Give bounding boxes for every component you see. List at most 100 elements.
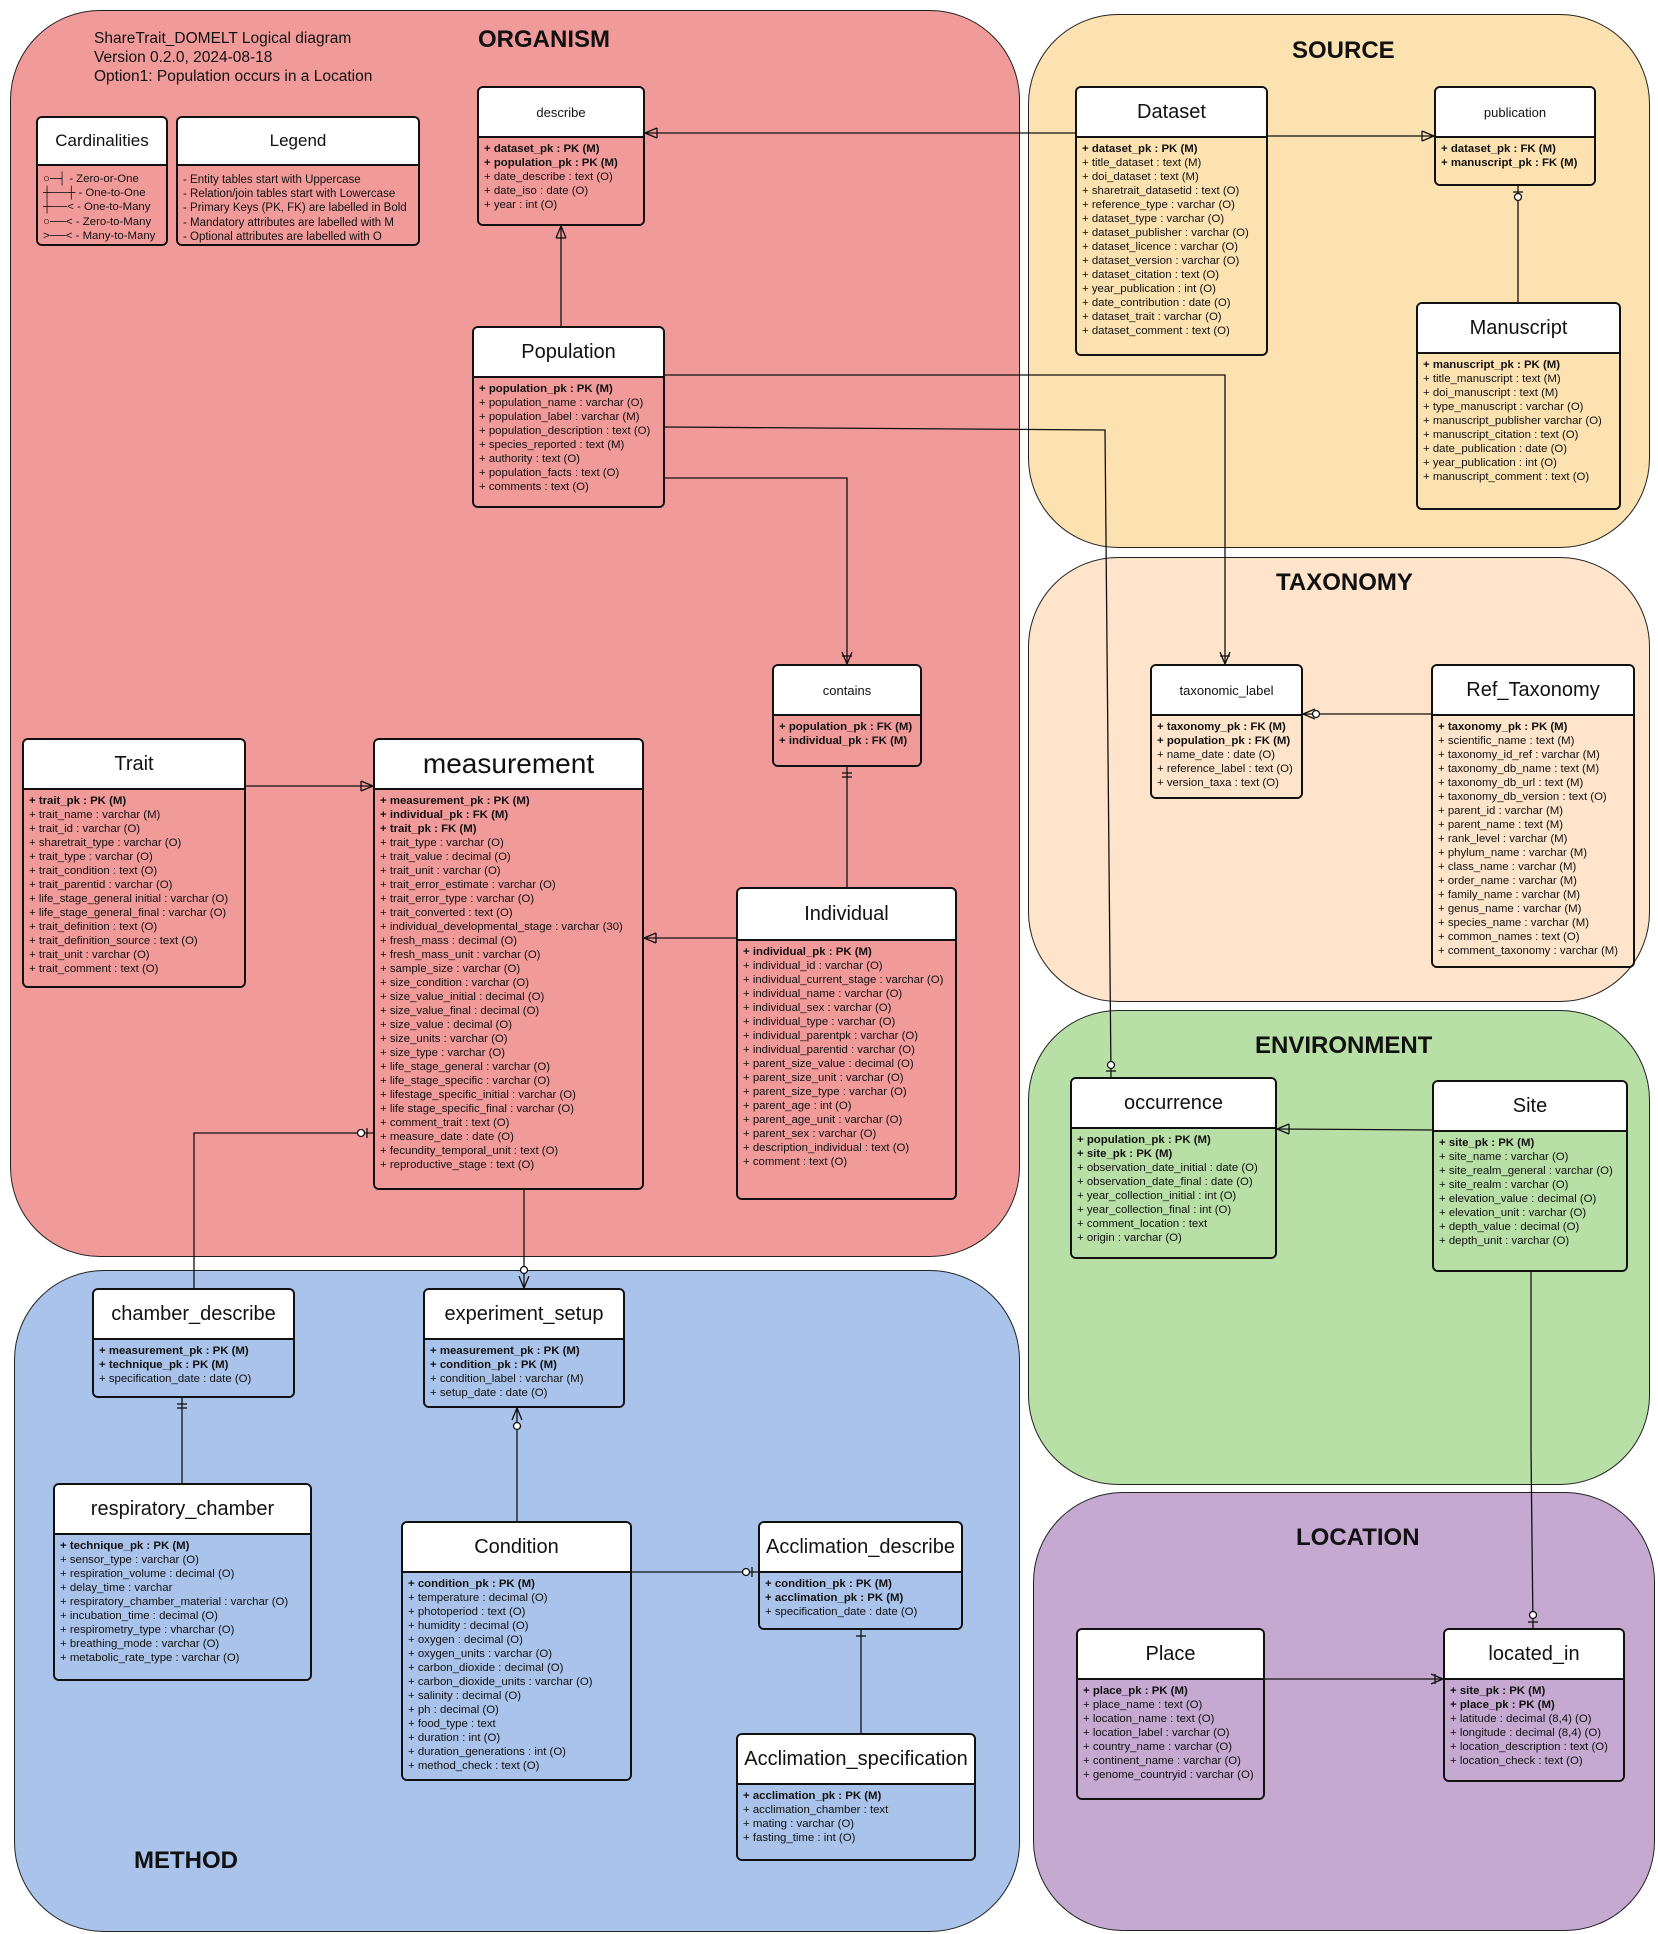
attribute: + size_value_final : decimal (O)	[380, 1005, 540, 1017]
marker-many	[642, 932, 657, 944]
attribute: + fresh_mass_unit : varchar (O)	[380, 949, 541, 961]
attribute: + breathing_mode : varchar (O)	[60, 1638, 220, 1650]
entity-contains[interactable]: contains+ population_pk : FK (M)+ indivi…	[772, 664, 922, 767]
attribute: + acclimation_chamber : text	[743, 1804, 889, 1816]
attribute: + doi_dataset : text (M)	[1082, 171, 1199, 183]
entity-individual[interactable]: Individual+ individual_pk : PK (M)+ indi…	[736, 887, 957, 1200]
attribute: + photoperiod : text (O)	[408, 1606, 526, 1618]
attribute: + reference_label : text (O)	[1157, 763, 1293, 775]
attribute: + place_name : text (O)	[1083, 1699, 1203, 1711]
key-attribute: + technique_pk : PK (M)	[99, 1359, 229, 1371]
attribute: + taxonomy_db_name : text (M)	[1438, 763, 1600, 775]
attribute: + humidity : decimal (O)	[408, 1620, 529, 1632]
attribute: + fasting_time : int (O)	[743, 1832, 856, 1844]
key-attribute: + population_pk : PK (M)	[1077, 1134, 1211, 1146]
entity-chamber-describe[interactable]: chamber_describe+ measurement_pk : PK (M…	[92, 1288, 295, 1398]
entity-attributes: + acclimation_pk : PK (M)+ acclimation_c…	[738, 1785, 974, 1859]
attribute: + dataset_licence : varchar (O)	[1082, 241, 1239, 253]
entity-attributes: + population_pk : FK (M)+ individual_pk …	[774, 716, 920, 765]
entity-measurement[interactable]: measurement+ measurement_pk : PK (M)+ in…	[373, 738, 644, 1190]
attribute: + manuscript_citation : text (O)	[1423, 429, 1579, 441]
entity-site[interactable]: Site+ site_pk : PK (M)+ site_name : varc…	[1432, 1080, 1628, 1272]
entity-condition[interactable]: Condition+ condition_pk : PK (M)+ temper…	[401, 1521, 632, 1781]
region-title-organism: ORGANISM	[478, 26, 610, 53]
entity-name: Site	[1434, 1082, 1626, 1132]
attribute: + date_contribution : date (O)	[1082, 297, 1231, 309]
attribute: + origin : varchar (O)	[1077, 1232, 1182, 1244]
attribute: + size_units : varchar (O)	[380, 1033, 508, 1045]
marker-many	[555, 224, 567, 239]
attribute: + parent_size_value : decimal (O)	[743, 1058, 914, 1070]
entity-attributes: + condition_pk : PK (M) + temperature : d…	[403, 1573, 630, 1779]
key-attribute: + measurement_pk : PK (M)	[99, 1345, 249, 1357]
entity-name: Manuscript	[1418, 304, 1619, 354]
entity-name: Dataset	[1077, 88, 1266, 138]
entity-name: contains	[774, 666, 920, 716]
entity-acclimation-specification[interactable]: Acclimation_specification+ acclimation_p…	[736, 1733, 976, 1861]
attribute: + individual_name : varchar (O)	[743, 988, 903, 1000]
legend-title: Legend	[178, 118, 418, 166]
key-attribute: + condition_pk : PK (M)	[765, 1578, 892, 1590]
attribute: + trait_definition : text (O)	[29, 921, 158, 933]
attribute: + country_name : varchar (O)	[1083, 1741, 1233, 1753]
attribute: + method_check : text (O)	[408, 1760, 540, 1772]
entity-respiratory-chamber[interactable]: respiratory_chamber+ technique_pk : PK (…	[53, 1483, 312, 1681]
key-attribute: + site_pk : PK (M)	[1439, 1137, 1535, 1149]
attribute: + parent_name : text (M)	[1438, 819, 1564, 831]
region-title-method: METHOD	[134, 1847, 238, 1874]
attribute: + incubation_time : decimal (O)	[60, 1610, 218, 1622]
attribute: + scientific_name : text (M)	[1438, 735, 1575, 747]
link-population-taxonomic-label	[665, 374, 1226, 664]
entity-name: Place	[1078, 1630, 1263, 1680]
attribute: + class_name : varchar (M)	[1438, 861, 1577, 873]
link-population-contains	[665, 477, 848, 664]
entity-manuscript[interactable]: Manuscript+ manuscript_pk : PK (M)+ titl…	[1416, 302, 1621, 510]
entity-describe[interactable]: describe+ dataset_pk : PK (M)+ populatio…	[477, 86, 645, 226]
entity-dataset[interactable]: Dataset+ dataset_pk : PK (M)+ title_data…	[1075, 86, 1268, 356]
attribute: + oxygen_units : varchar (O)	[408, 1648, 553, 1660]
key-attribute: + measurement_pk : PK (M)	[430, 1345, 580, 1357]
attribute: + location_label : varchar (O)	[1083, 1727, 1230, 1739]
attribute: + type_manuscript : varchar (O)	[1423, 401, 1584, 413]
attribute: + taxonomy_id_ref : varchar (M)	[1438, 749, 1600, 761]
attribute: + respiration_volume : decimal (O)	[60, 1568, 235, 1580]
attribute: + condition_label : varchar (M)	[430, 1373, 584, 1385]
key-attribute: + individual_pk : FK (M)	[380, 809, 509, 821]
entity-experiment-setup[interactable]: experiment_setup+ measurement_pk : PK (M…	[423, 1288, 625, 1408]
entity-attributes: + measurement_pk : PK (M)+ condition_pk …	[425, 1340, 623, 1406]
entity-located-in[interactable]: located_in+ site_pk : PK (M)+ place_pk :…	[1443, 1628, 1625, 1782]
attribute: + population_name : varchar (O)	[479, 397, 644, 409]
entity-acclimation-describe[interactable]: Acclimation_describe+ condition_pk : PK …	[758, 1521, 963, 1630]
entity-trait[interactable]: Trait+ trait_pk : PK (M)+ trait_name : v…	[22, 738, 246, 988]
entity-attributes: + measurement_pk : PK (M) + technique_pk …	[94, 1340, 293, 1396]
entity-publication[interactable]: publication+ dataset_pk : FK (M)+ manusc…	[1434, 86, 1596, 186]
attribute: + population_facts : text (O)	[479, 467, 620, 479]
entity-name: Trait	[24, 740, 244, 790]
entity-occurrence[interactable]: occurrence+ population_pk : PK (M)+ site…	[1070, 1077, 1277, 1259]
attribute: + fecundity_temporal_unit : text (O)	[380, 1145, 559, 1157]
attribute: + family_name : varchar (M)	[1438, 889, 1581, 901]
attribute: + trait_id : varchar (O)	[29, 823, 141, 835]
entity-attributes: + taxonomy_pk : FK (M)+ population_pk : …	[1152, 716, 1301, 797]
attribute: + phylum_name : varchar (M)	[1438, 847, 1588, 859]
attribute: + parent_age : int (O)	[743, 1100, 852, 1112]
entity-place[interactable]: Place+ place_pk : PK (M)+ place_name : t…	[1076, 1628, 1265, 1800]
entity-ref-taxonomy[interactable]: Ref_Taxonomy+ taxonomy_pk : PK (M)+ scie…	[1431, 664, 1635, 968]
attribute: + taxonomy_db_url : text (M)	[1438, 777, 1584, 789]
many-to-many-icon: >──<	[43, 229, 76, 242]
entity-taxonomic-label[interactable]: taxonomic_label+ taxonomy_pk : FK (M)+ p…	[1150, 664, 1303, 799]
attribute: + date_describe : text (O)	[484, 171, 613, 183]
attribute: + parent_size_type : varchar (O)	[743, 1086, 907, 1098]
attribute: + temperature : decimal (O)	[408, 1592, 548, 1604]
key-attribute: + trait_pk : FK (M)	[380, 823, 477, 835]
link-measurement-chamberdescribe	[193, 1132, 373, 1288]
key-attribute: + condition_pk : PK (M)	[408, 1578, 535, 1590]
attribute: + genome_countryid : varchar (O)	[1083, 1769, 1254, 1781]
key-attribute: + population_pk : FK (M)	[1157, 735, 1291, 747]
attribute: + authority : text (O)	[479, 453, 580, 465]
entity-population[interactable]: Population+ population_pk : PK (M)+ popu…	[472, 326, 665, 508]
attribute: + individual_id : varchar (O)	[743, 960, 883, 972]
key-attribute: + individual_pk : PK (M)	[743, 946, 872, 958]
attribute: + sharetrait_datasetid : text (O)	[1082, 185, 1240, 197]
attribute: + respirometry_type : vharchar (O)	[60, 1624, 235, 1636]
